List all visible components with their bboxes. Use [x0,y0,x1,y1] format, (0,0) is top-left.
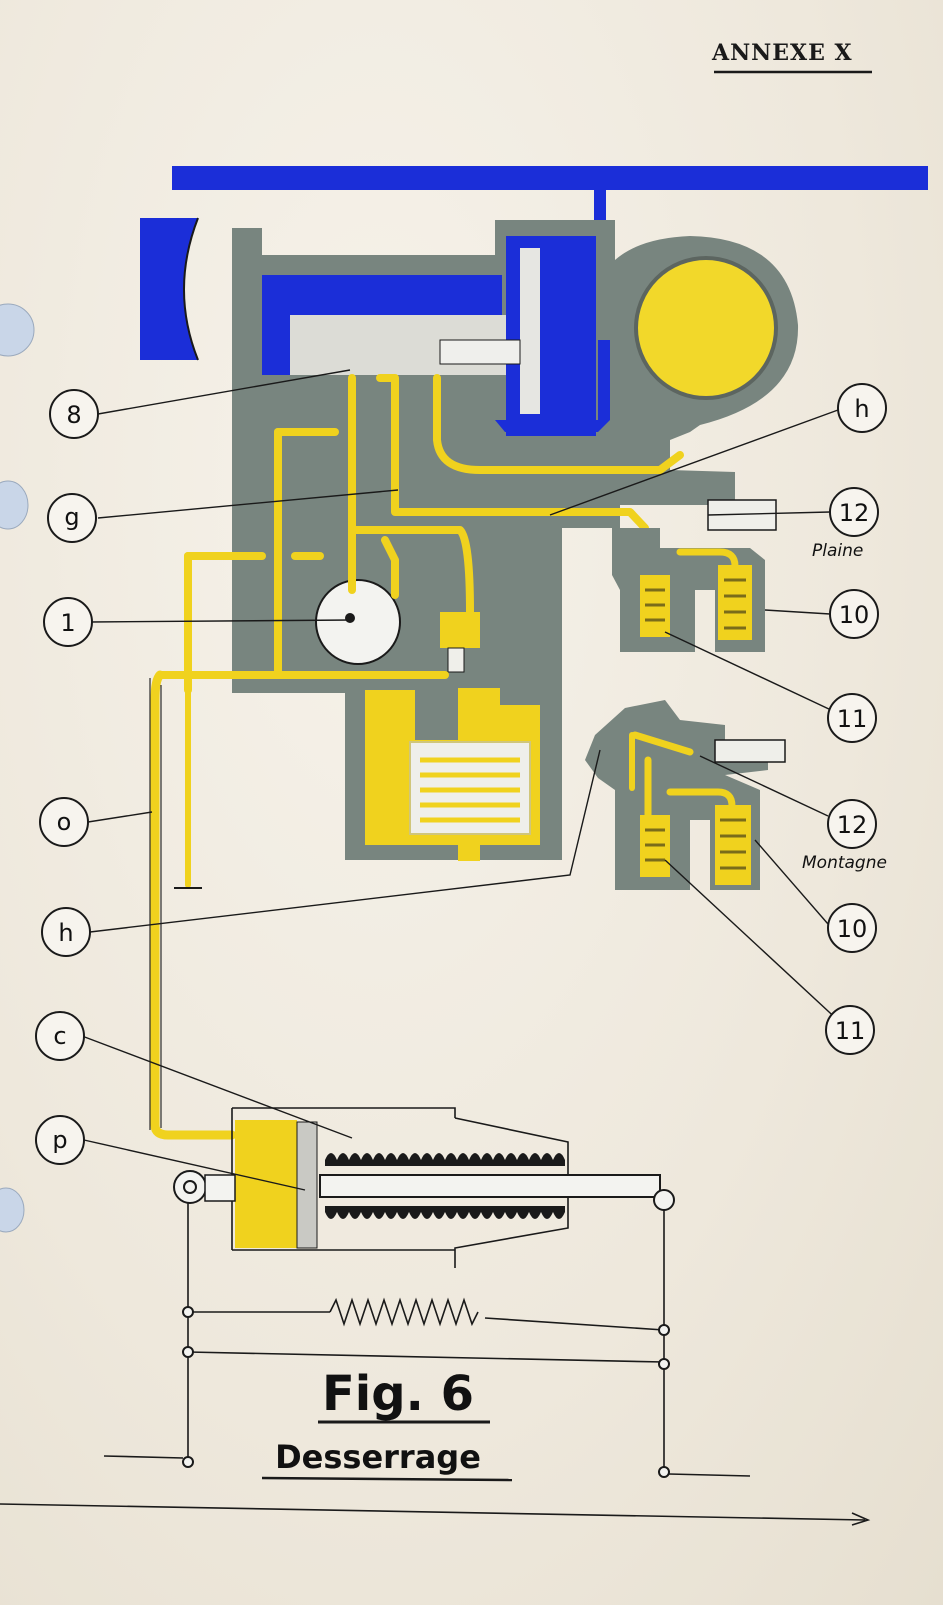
svg-text:8: 8 [66,401,81,429]
svg-text:11: 11 [835,1017,866,1045]
figure-subtitle-underline [261,1476,513,1482]
svg-text:o: o [57,808,72,836]
svg-text:11: 11 [837,705,868,733]
svg-text:12: 12 [837,811,868,839]
callout-p: p [35,1115,85,1165]
svg-text:h: h [854,395,869,423]
distributor-body [232,220,799,861]
annex-label: ANNEXE X [711,40,853,66]
mode-label-plaine: Plaine [812,541,863,561]
leader-lines [81,369,849,1191]
callout-12-montagne: 12 [827,799,877,849]
svg-text:g: g [64,503,79,531]
callout-h-left: h [41,907,91,957]
plaine-valve-group [612,499,777,652]
callouts: 8 g 1 o h c p h 12 10 11 12 10 11 [35,383,887,1165]
callout-10-plaine: 10 [829,589,879,639]
callout-h-right: h [837,383,887,433]
brake-rigging [0,1203,871,1526]
callout-g: g [47,493,97,543]
svg-text:10: 10 [839,601,870,629]
montagne-valve-group [585,700,786,890]
binder-holes [0,303,35,1233]
callout-o: o [39,797,89,847]
callout-11-montagne: 11 [825,1005,875,1055]
svg-text:10: 10 [837,915,868,943]
svg-text:c: c [53,1022,66,1050]
callout-c: c [35,1011,85,1061]
callout-11-plaine: 11 [827,693,877,743]
svg-text:p: p [52,1126,67,1154]
callout-10-montagne: 10 [827,903,877,953]
svg-text:h: h [58,919,73,947]
callout-1: 1 [43,597,93,647]
mode-label-montagne: Montagne [802,853,887,873]
brake-cylinder [173,1107,675,1268]
svg-text:1: 1 [60,609,75,637]
figure-title: Fig. 6 [322,1366,474,1422]
svg-text:12: 12 [839,499,870,527]
callout-8: 8 [49,389,99,439]
figure-subtitle: Desserrage [275,1438,481,1476]
callout-12-plaine: 12 [829,487,879,537]
